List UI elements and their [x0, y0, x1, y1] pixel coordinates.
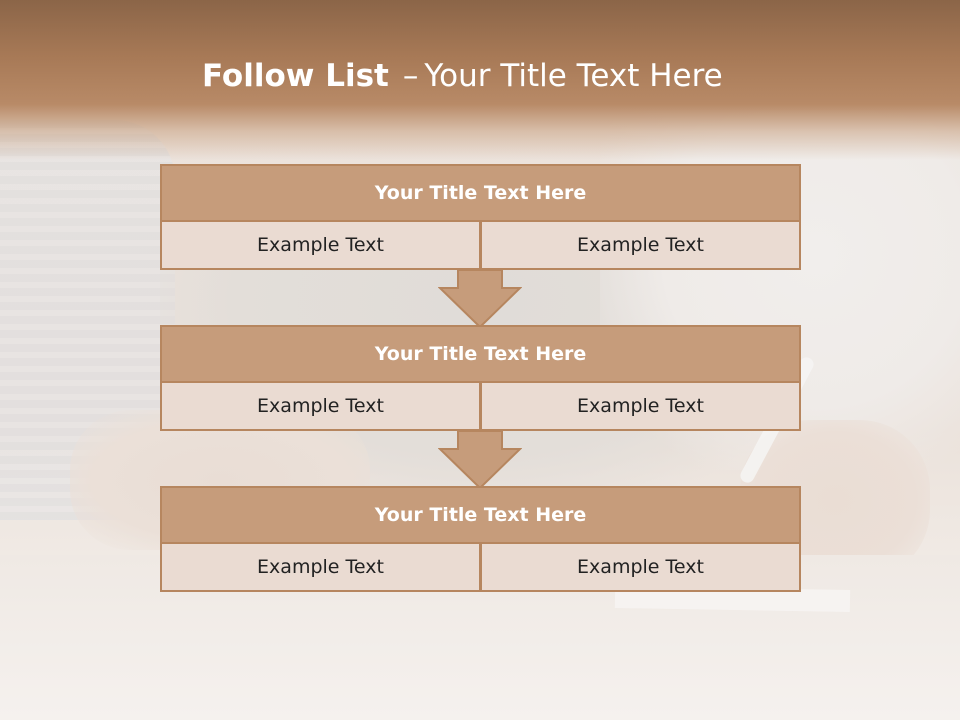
step-cell-right: Example Text [480, 220, 801, 270]
header-band [0, 0, 960, 160]
down-arrow-icon [438, 270, 522, 328]
step-title: Your Title Text Here [160, 486, 801, 544]
step-cell-right: Example Text [480, 542, 801, 592]
step-cell-left: Example Text [160, 381, 481, 431]
slide-title-bold: Follow List [202, 58, 389, 94]
step-title: Your Title Text Here [160, 325, 801, 383]
step-cell-left: Example Text [160, 220, 481, 270]
slide-title: Follow List–Your Title Text Here [202, 56, 723, 96]
step-cell-left: Example Text [160, 542, 481, 592]
step-cell-right: Example Text [480, 381, 801, 431]
down-arrow-icon [438, 431, 522, 489]
slide-title-dash: – [402, 58, 419, 94]
step-title: Your Title Text Here [160, 164, 801, 222]
slide-title-rest: Your Title Text Here [424, 58, 723, 94]
